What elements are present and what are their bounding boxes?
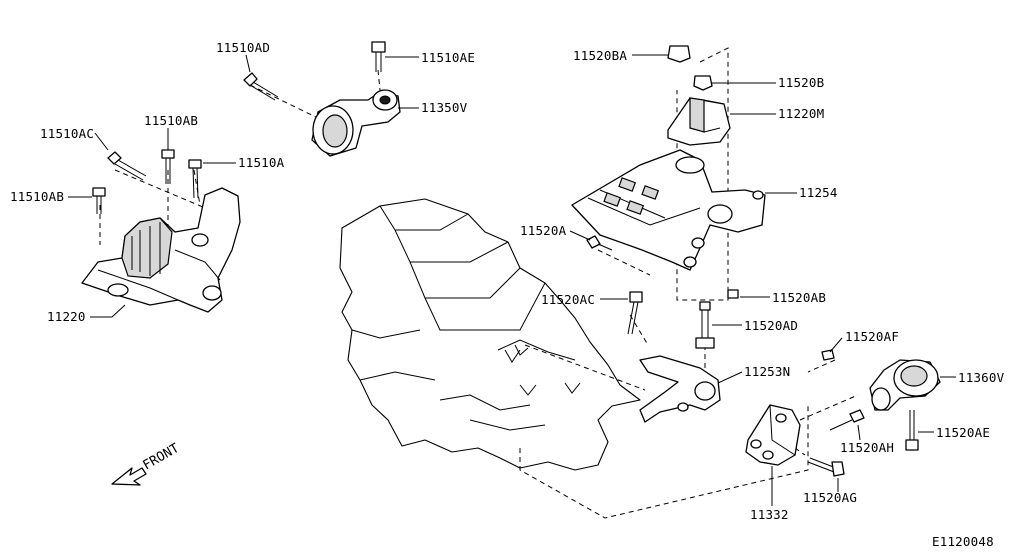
bolt-11510AE-top [371,41,386,72]
engine-block [339,198,641,471]
label-11220M: 11220M [778,106,824,121]
label-11510AB-left: 11510AB [10,189,64,204]
bolt-11510AC [107,151,147,181]
label-11254: 11254 [799,185,838,200]
label-11332: 11332 [750,507,789,522]
bolt-11520AE [905,410,919,451]
guide-lines [99,47,859,519]
bolt-11520AC [627,291,643,335]
label-11520AB: 11520AB [772,290,826,305]
bracket-11253N [639,355,721,423]
bolt-11520A [586,235,613,251]
bracket-11254 [571,149,766,271]
label-11360V: 11360V [958,370,1005,385]
bolt-11520AH [829,409,865,431]
leader-lines [68,54,956,506]
bracket-11332 [745,404,801,466]
front-label: FRONT [141,441,183,474]
diagram-code: E1120048 [932,534,994,549]
label-11520AC: 11520AC [541,292,595,307]
label-11520AD: 11520AD [744,318,798,333]
label-11510AB-upper: 11510AB [144,113,198,128]
label-11520AG: 11520AG [803,490,857,505]
torque-rod-11350V [311,89,401,157]
part-labels: 11510AD 11510AE 11350V 11510AC 11510AB 1… [10,40,1005,549]
bolt-11520AF [821,349,835,361]
torque-rod-11360V [869,359,941,411]
label-11520AF: 11520AF [845,329,899,344]
label-11520B: 11520B [778,75,824,90]
label-11510AE-top: 11510AE [421,50,475,65]
label-11253N: 11253N [744,364,790,379]
bolt-11510AB-left [92,187,106,214]
label-11520AE: 11520AE [936,425,990,440]
engine-mount-11220 [81,187,241,313]
bolt-11510AB-upper [161,149,175,184]
label-11510AD: 11510AD [216,40,270,55]
bolt-11510AD [243,72,279,101]
bolt-11520AG [807,457,845,477]
bolt-11510A [188,159,202,199]
label-11510AC: 11510AC [40,126,94,141]
nut-11520BA [667,45,691,63]
front-direction-arrow: FRONT [111,441,183,486]
label-11510A: 11510A [238,155,285,170]
label-11520A: 11520A [520,223,567,238]
label-11520AH: 11520AH [840,440,894,455]
bolt-11520AD [695,301,715,349]
bolt-11520AB [727,289,739,299]
label-11220: 11220 [47,309,86,324]
transmission-mount-11220M [667,97,731,146]
label-11350V: 11350V [421,100,468,115]
label-11520BA: 11520BA [573,48,627,63]
nut-11520B [693,75,713,91]
